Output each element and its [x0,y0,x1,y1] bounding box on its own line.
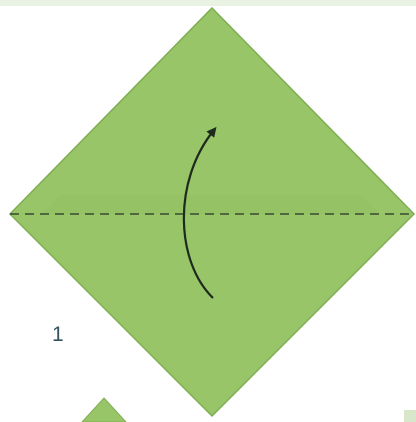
bottom-right-edge [404,410,416,422]
paper-texture [42,195,380,214]
paper-diamond [8,6,416,418]
top-edge-strip [0,0,416,6]
step-number: 1 [52,323,64,346]
fold-arrow-icon [182,126,217,299]
next-step-diamond-partial [81,397,127,422]
